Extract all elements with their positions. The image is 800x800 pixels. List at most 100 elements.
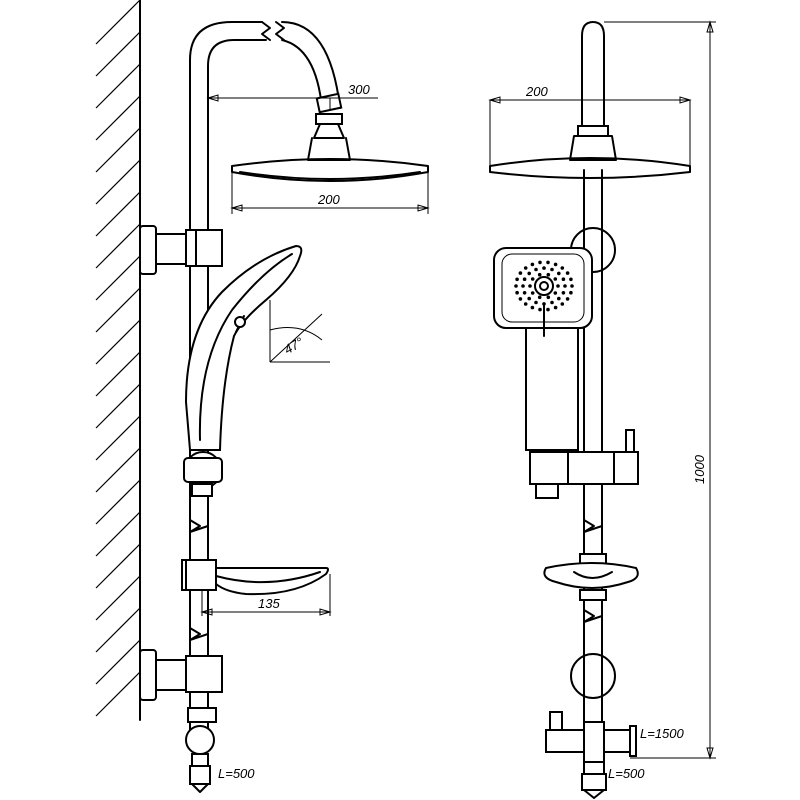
dim-side-angle: 47° [269, 300, 330, 363]
side-lower-wall-bracket [139, 649, 223, 701]
nozzle-dot [527, 296, 531, 301]
front-hand-shower [493, 247, 593, 451]
dim-label-300: 300 [348, 82, 370, 97]
nozzle-dot [528, 284, 532, 288]
nozzle-dot [523, 302, 528, 306]
nozzle-dot [515, 290, 519, 295]
front-pipe-break [583, 519, 603, 623]
side-hand-shower [184, 244, 303, 451]
nozzle-dot [546, 295, 551, 300]
nozzle-dot [565, 297, 570, 301]
nozzle-dot [553, 262, 558, 267]
nozzle-dot [538, 307, 542, 312]
nozzle-dot [546, 260, 550, 265]
nozzle-dot [534, 300, 538, 305]
front-rain-shower-head [489, 157, 691, 179]
nozzle-dot [523, 266, 528, 270]
wall-hatch-line [95, 255, 141, 301]
dim-label-side-hose: L=500 [218, 766, 255, 781]
dim-label-1000: 1000 [692, 454, 707, 484]
nozzle-dot [546, 307, 550, 312]
nozzle-dot [527, 271, 531, 276]
wall-hatch-line [95, 63, 141, 109]
dim-front-head-diameter: 200 [488, 84, 692, 166]
wall-hatch-line [95, 479, 141, 525]
dim-label-135: 135 [258, 596, 280, 611]
dim-side-soap-dish: 135 [200, 574, 332, 616]
nozzle-dot [537, 295, 542, 300]
nozzle-dot [530, 277, 535, 281]
side-rain-shower-head [231, 158, 429, 182]
dim-label-200-side: 200 [317, 192, 340, 207]
wall-hatch-line [95, 543, 141, 589]
front-view: 200 1000 L=1500 L=500 [488, 20, 716, 799]
nozzle-dot [521, 284, 525, 288]
nozzle-dot [542, 302, 546, 306]
dim-label-hose-1500: L=1500 [640, 726, 685, 741]
wall-hatch-line [95, 223, 141, 269]
nozzle-dot [560, 302, 565, 306]
wall-hatch-line [95, 31, 141, 77]
wall-hatch-line [95, 127, 141, 173]
nozzle-dot [557, 296, 561, 301]
side-soap-dish [181, 559, 329, 596]
side-pipe-breaks [189, 519, 209, 641]
nozzle-dot [530, 305, 535, 310]
wall-hatch-line [95, 607, 141, 653]
dim-front-hoses: L=1500 L=500 [583, 726, 685, 799]
side-riser-pipe [189, 21, 351, 741]
wall-hatch-line [95, 511, 141, 557]
side-slider-holder [183, 451, 223, 497]
wall-hatching [95, 0, 141, 717]
nozzle-dot [542, 266, 546, 270]
dim-side-arm-reach: 300 [206, 82, 378, 110]
nozzle-dot [553, 291, 558, 295]
wall-hatch-line [95, 319, 141, 365]
side-view: 300 200 47° 135 [139, 21, 430, 793]
nozzle-dot [556, 284, 560, 288]
nozzle-dot [518, 297, 523, 301]
dim-label-front-hose: L=500 [608, 766, 645, 781]
nozzle-dot [563, 284, 567, 288]
wall-hatch-line [95, 639, 141, 685]
dim-front-height: 1000 [604, 20, 716, 760]
nozzle-dot [565, 271, 570, 275]
nozzle-dot [560, 266, 565, 270]
nozzle-dot [515, 277, 519, 282]
nozzle-dot [561, 291, 566, 295]
nozzle-dot [537, 272, 542, 277]
wall-hatch-line [95, 447, 141, 493]
nozzle-dot [530, 291, 535, 295]
wall-hatch-line [95, 575, 141, 621]
nozzle-dot [550, 300, 554, 305]
nozzle-dot [522, 277, 527, 282]
wall [95, 0, 141, 721]
nozzle-dot [553, 277, 558, 281]
hand-shower-nozzles [514, 260, 574, 312]
nozzle-dot [514, 284, 518, 288]
wall-hatch-line [95, 95, 141, 141]
wall-hatch-line [95, 415, 141, 461]
wall-hatch-line [95, 383, 141, 429]
front-lower-wall-bracket [570, 653, 616, 699]
front-soap-dish [543, 553, 639, 601]
nozzle-dot [553, 305, 558, 310]
nozzle-dot [530, 262, 535, 267]
wall-hatch-line [95, 671, 141, 717]
dim-label-200-front: 200 [525, 84, 548, 99]
nozzle-dot [550, 267, 554, 272]
wall-hatch-line [95, 351, 141, 397]
wall-hatch-line [95, 159, 141, 205]
front-diverter-valve [545, 711, 637, 791]
nozzle-dot [569, 290, 573, 295]
nozzle-dot [522, 291, 527, 295]
side-diverter-valve [185, 707, 217, 785]
dim-side-hose: L=500 [191, 766, 255, 793]
wall-hatch-line [95, 287, 141, 333]
nozzle-dot [538, 260, 542, 265]
dim-side-head-diameter: 200 [230, 172, 430, 214]
nozzle-dot [570, 284, 574, 288]
side-upper-wall-bracket [139, 225, 223, 275]
wall-hatch-line [95, 191, 141, 237]
